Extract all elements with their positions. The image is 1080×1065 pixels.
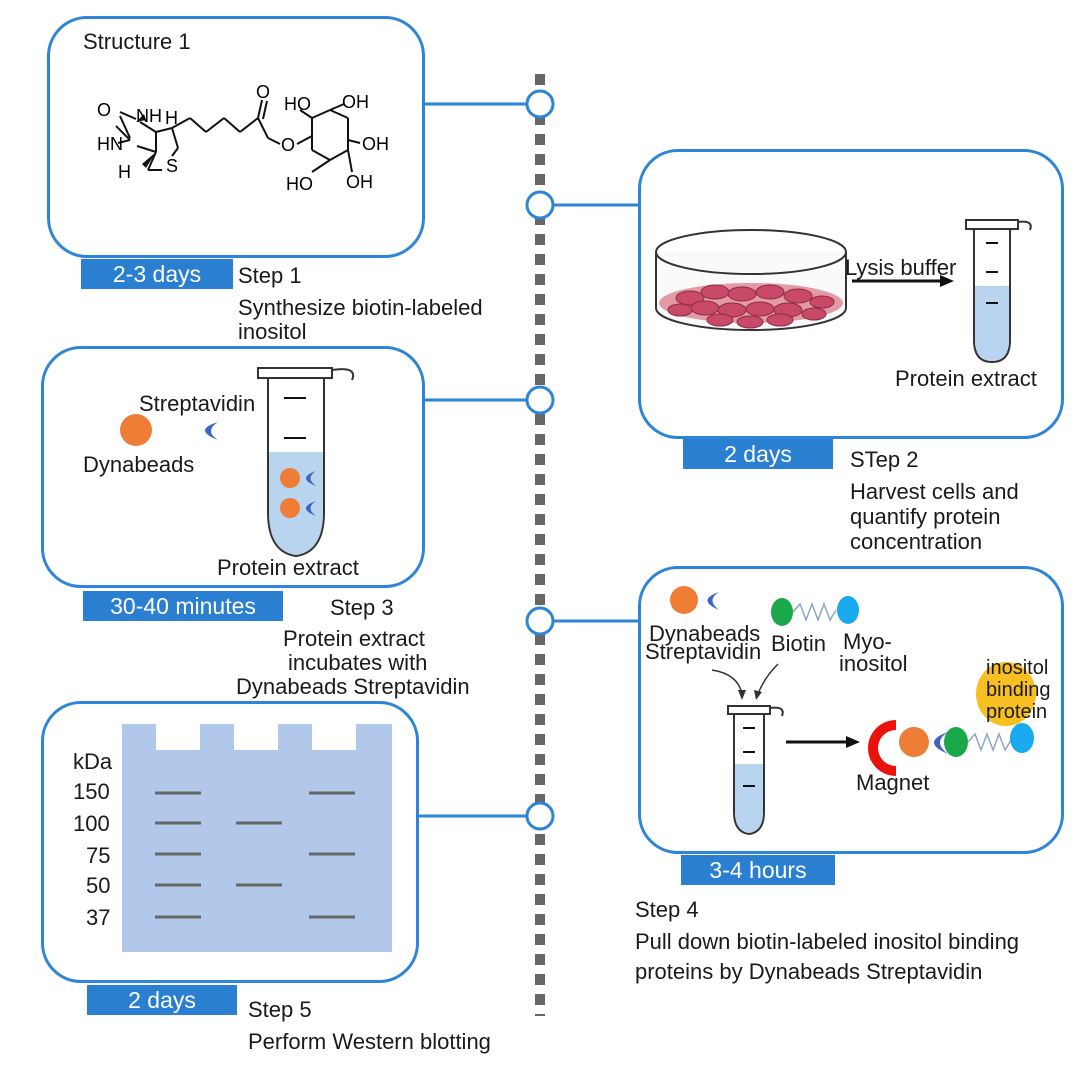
step4-biotin-label: Biotin bbox=[771, 631, 827, 656]
mol-oh-3: OH bbox=[362, 134, 389, 154]
step1-duration-badge: 2-3 days bbox=[81, 259, 233, 289]
step2-tube-liquid bbox=[975, 286, 1009, 361]
timeline-node-step3 bbox=[525, 385, 555, 415]
linker-chain bbox=[792, 601, 837, 623]
mol-oh-5: OH bbox=[346, 172, 373, 192]
complex-linker bbox=[967, 731, 1012, 753]
complex-inositol bbox=[1010, 723, 1034, 753]
myo-inositol-icon bbox=[837, 596, 859, 624]
complex-dynabead bbox=[899, 727, 929, 757]
step5-description-line1: Perform Western blotting bbox=[248, 1029, 491, 1054]
timeline-node-step1 bbox=[525, 89, 555, 119]
step3-title: Step 3 bbox=[330, 595, 394, 620]
mol-oh-4: HO bbox=[286, 174, 313, 194]
marker-150: 150 bbox=[73, 779, 110, 804]
step3-description-line2: incubates with bbox=[288, 650, 428, 675]
step4-dynabeads-label-line2: Streptavidin bbox=[645, 639, 762, 664]
step3-description-line3: Dynabeads Streptavidin bbox=[236, 674, 470, 699]
step3-panel bbox=[41, 346, 425, 588]
step3-duration-badge: 30-40 minutes bbox=[83, 591, 283, 621]
biotin-icon bbox=[771, 598, 793, 626]
step4-inositol-label-line1: Myo- bbox=[843, 629, 892, 654]
timeline-node-step4 bbox=[525, 606, 555, 636]
mol-nh-top: NH bbox=[136, 106, 162, 126]
step4-description-line2: proteins by Dynabeads Streptavidin bbox=[635, 959, 983, 984]
inositol-binding-protein-icon bbox=[976, 662, 1036, 726]
mol-s-ring: S bbox=[166, 156, 178, 176]
step3-dynabeads-label: Dynabeads bbox=[83, 452, 195, 477]
step4-title: Step 4 bbox=[635, 897, 699, 922]
step2-description-line2: quantify protein bbox=[850, 504, 1001, 529]
step1-title: Step 1 bbox=[238, 263, 302, 288]
step3-streptavidin-label: Streptavidin bbox=[139, 391, 256, 416]
step4-dynabead-icon bbox=[670, 586, 698, 614]
complex-streptavidin bbox=[934, 732, 948, 754]
step1-description-line1: Synthesize biotin-labeled bbox=[238, 295, 483, 320]
step3-product-label: Protein extract bbox=[217, 555, 359, 580]
marker-100: 100 bbox=[73, 811, 110, 836]
mol-hn-left: HN bbox=[97, 134, 123, 154]
gel-body bbox=[122, 724, 392, 952]
mol-oh-2: OH bbox=[342, 92, 369, 112]
step4-duration-badge: 3-4 hours bbox=[681, 855, 835, 885]
step1-structure-label: Structure 1 bbox=[83, 29, 191, 54]
step5-title: Step 5 bbox=[248, 997, 312, 1022]
marker-50: 50 bbox=[86, 873, 111, 898]
step5-duration-badge: 2 days bbox=[87, 985, 237, 1015]
step4-binding-protein-label-line1: inositol bbox=[986, 657, 1049, 679]
step4-inositol-label-line2: inositol bbox=[839, 651, 908, 676]
step3-description-line1: Protein extract bbox=[283, 626, 425, 651]
step4-description-line1: Pull down biotin-labeled inositol bindin… bbox=[635, 929, 1020, 954]
step2-description-line1: Harvest cells and bbox=[850, 479, 1019, 504]
dynabead-icon bbox=[120, 414, 152, 446]
step2-description-line3: concentration bbox=[850, 529, 983, 554]
timeline-node-step2 bbox=[525, 190, 555, 220]
mol-h-bottom: H bbox=[118, 162, 131, 182]
step1-description-line2: inositol bbox=[238, 319, 307, 344]
cells bbox=[667, 284, 835, 329]
step2-title: STep 2 bbox=[850, 447, 919, 472]
timeline-node-step5 bbox=[525, 801, 555, 831]
step2-product-label: Protein extract bbox=[895, 366, 1037, 391]
streptavidin-icon bbox=[205, 422, 218, 440]
marker-75: 75 bbox=[86, 843, 111, 868]
step4-dynabeads-label-line1: Dynabeads bbox=[649, 621, 761, 646]
complex-biotin bbox=[944, 727, 968, 757]
step2-duration-badge: 2 days bbox=[683, 439, 833, 469]
petri-dish-rim bbox=[655, 229, 847, 275]
step1-panel bbox=[47, 16, 425, 258]
step4-tube-liquid bbox=[735, 764, 763, 833]
mol-o-carbonyl: O bbox=[97, 100, 111, 120]
step2-reagent-label: Lysis buffer bbox=[845, 255, 957, 280]
marker-37: 37 bbox=[86, 905, 111, 930]
magnet-icon bbox=[868, 720, 896, 776]
step4-binding-protein-label-line2: binding bbox=[986, 679, 1051, 701]
step4-magnet-label: Magnet bbox=[856, 770, 930, 795]
mol-o-ester-link: O bbox=[281, 135, 295, 155]
step4-streptavidin-icon bbox=[707, 592, 719, 610]
mol-o-ester-carbonyl: O bbox=[256, 82, 270, 102]
mol-h-top: H bbox=[165, 108, 178, 128]
step4-binding-protein-label-line3: protein bbox=[986, 701, 1048, 723]
mol-oh-1: HO bbox=[284, 94, 311, 114]
gel-unit-label: kDa bbox=[73, 749, 113, 774]
